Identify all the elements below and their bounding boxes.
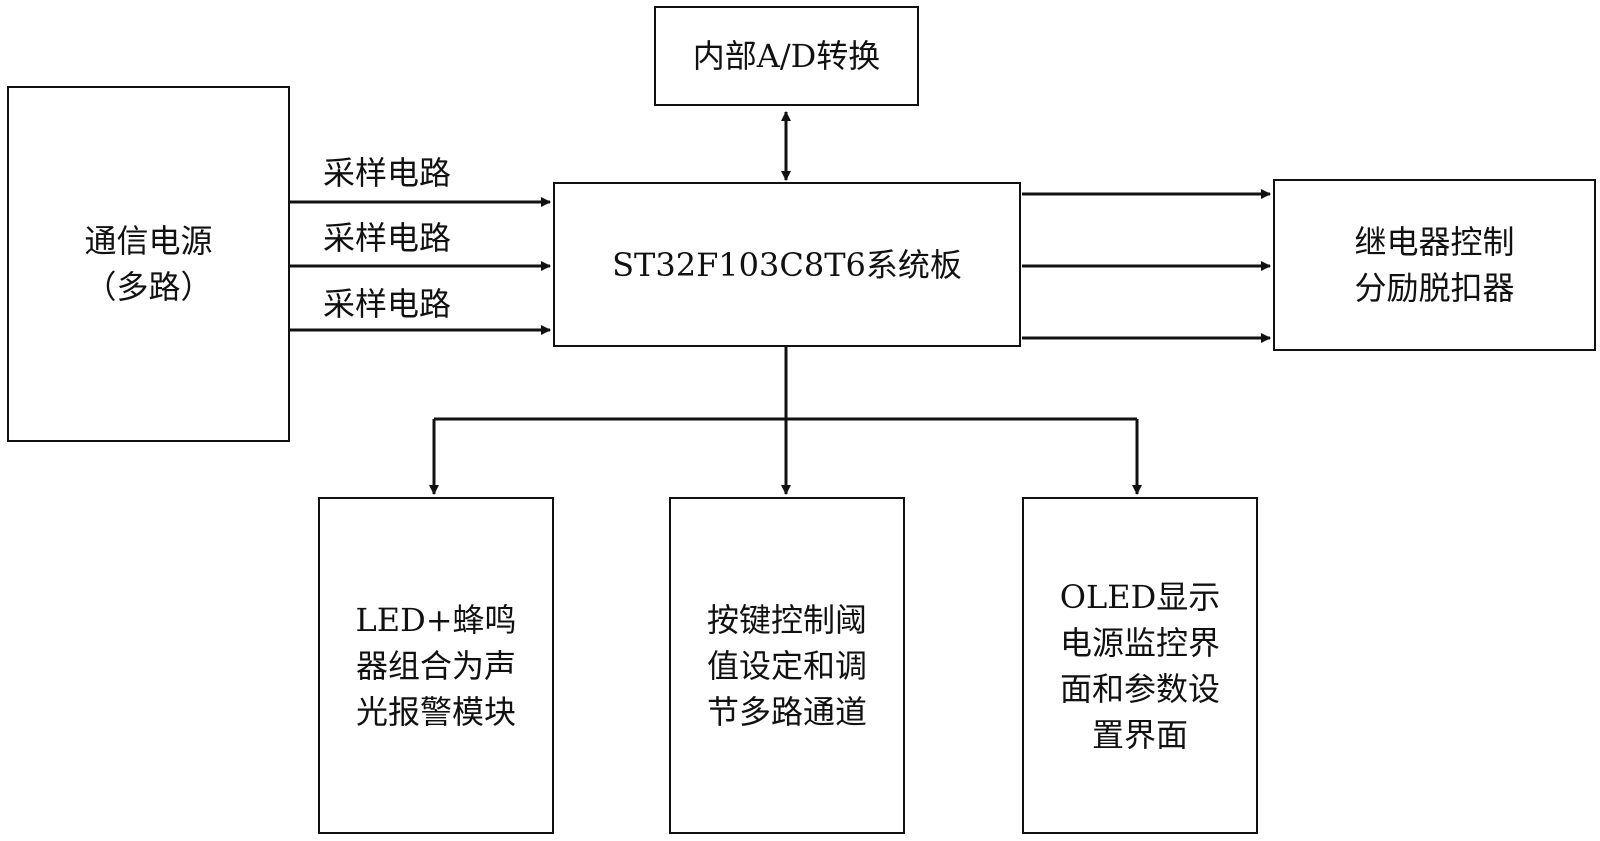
relay-label: 继电器控制 分励脱扣器 bbox=[1354, 223, 1515, 307]
keys-label: 按键控制阈 值设定和调 节多路通道 bbox=[706, 600, 867, 731]
mcu-box: ST32F103C8T6系统板 bbox=[553, 182, 1021, 347]
sampling-label-3: 采样电路 bbox=[323, 285, 452, 323]
power-supply-box: 通信电源 （多路） bbox=[7, 86, 290, 442]
alarm-box: LED+蜂鸣 器组合为声 光报警模块 bbox=[318, 497, 554, 834]
sampling-label-2: 采样电路 bbox=[323, 219, 452, 257]
alarm-label: LED+蜂鸣 器组合为声 光报警模块 bbox=[355, 600, 517, 731]
keys-box: 按键控制阈 值设定和调 节多路通道 bbox=[669, 497, 905, 834]
adc-box: 内部A/D转换 bbox=[654, 6, 919, 106]
oled-box: OLED显示 电源监控界 面和参数设 置界面 bbox=[1022, 497, 1258, 834]
oled-label: OLED显示 电源监控界 面和参数设 置界面 bbox=[1059, 577, 1221, 754]
relay-box: 继电器控制 分励脱扣器 bbox=[1273, 179, 1596, 351]
sampling-label-1: 采样电路 bbox=[323, 154, 452, 192]
mcu-label: ST32F103C8T6系统板 bbox=[612, 245, 962, 284]
adc-label: 内部A/D转换 bbox=[692, 37, 881, 75]
power-supply-label: 通信电源 （多路） bbox=[84, 222, 213, 306]
